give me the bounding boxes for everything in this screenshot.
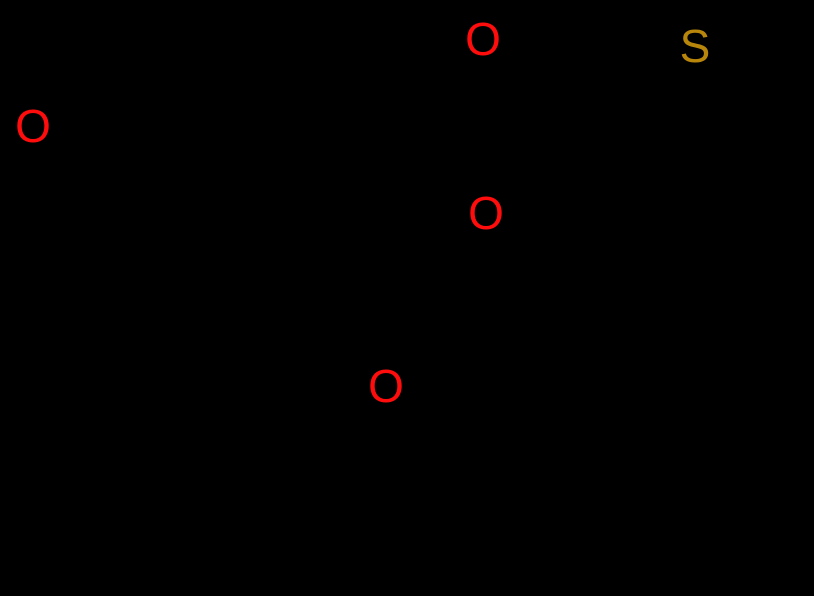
bond-aryl-bond-e [221, 67, 323, 129]
atom-label-s-s1: S [680, 20, 711, 72]
atom-label-o-o2: O [465, 13, 501, 65]
atom-label-layer: O O O O S [13, 13, 715, 412]
atom-label-o-o4: O [368, 360, 404, 412]
bond-aryl-bond-c-inner [229, 249, 306, 296]
bond-thiophene-bond-d [577, 127, 643, 203]
atom-label-o-o1: O [15, 100, 51, 152]
atom-halo-o1 [13, 105, 53, 145]
bond-aryl-to-carbonyl [413, 67, 486, 129]
bond-aryl-bond-f-inner [325, 82, 402, 129]
bond-to-ether-oxygen [383, 297, 489, 361]
bond-sulfur-ring-b [692, 69, 718, 153]
bond-branch-right-lower [583, 467, 689, 528]
bond-alkyl-chain-a [287, 467, 389, 528]
bond-thiophene-bond-c-outer [637, 147, 718, 203]
bond-aryl-bond-f-outer [317, 67, 419, 129]
bond-branch-right [483, 297, 589, 361]
bond-aryl-bond-d [317, 234, 419, 295]
bond-aryl-bond-a-inner [133, 82, 210, 129]
atom-halo-o3 [466, 192, 506, 232]
atom-halo-s1 [675, 25, 715, 65]
atom-halo-o2 [463, 18, 503, 58]
atom-label-o-o3: O [468, 187, 504, 239]
bond-branch-terminal [683, 467, 789, 528]
bond-aryl-bond-a-outer [125, 67, 227, 129]
bond-aryl-bond-c-outer [221, 234, 323, 295]
bond-thienyl-to-sulfur [577, 42, 663, 73]
bond-layer [30, 0, 789, 596]
bond-thiophene-bond-c-inner [642, 146, 703, 189]
atom-halo-o4 [366, 365, 406, 405]
